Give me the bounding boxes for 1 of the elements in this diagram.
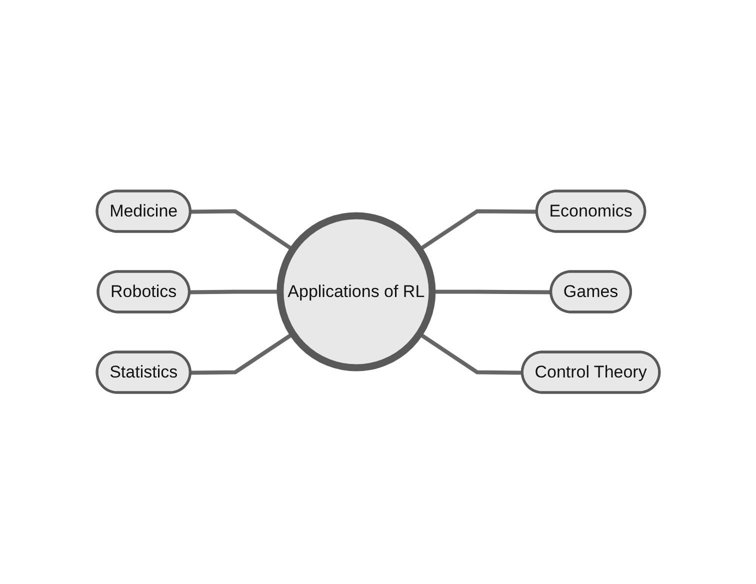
node-circle: Applications of RL [276, 212, 436, 372]
